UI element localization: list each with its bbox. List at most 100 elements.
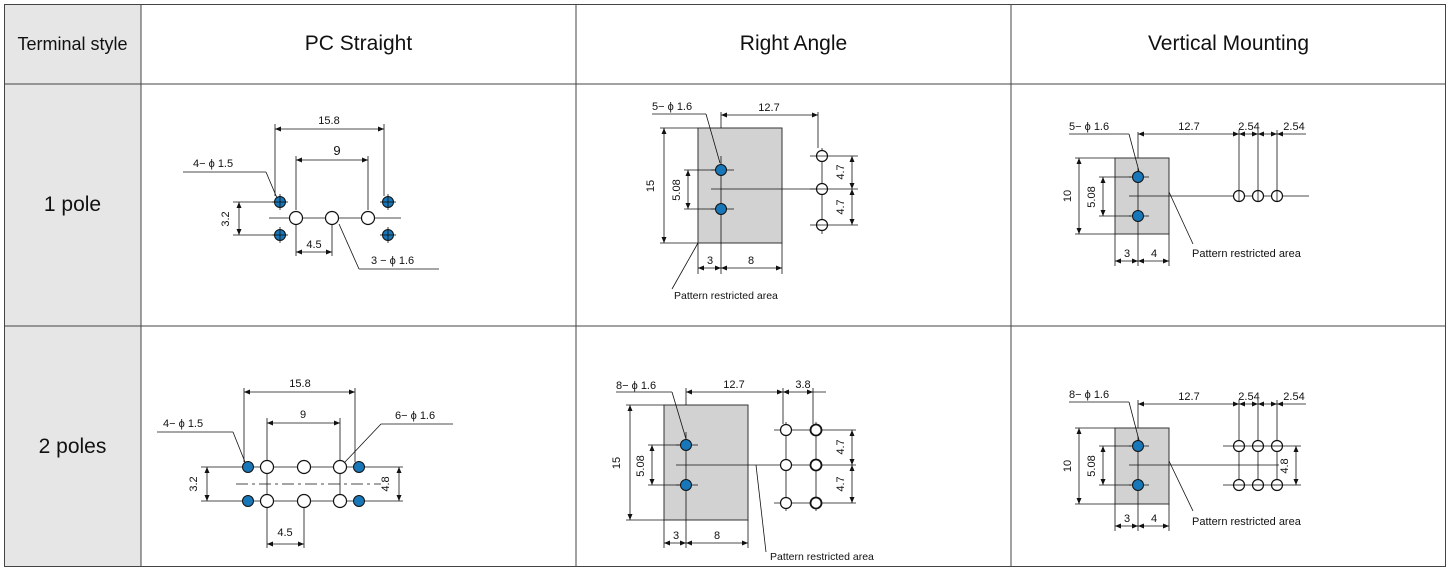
- right-angle-1-pole-svg: 12.7 5− ϕ 1.6 4.7 4.7: [645, 101, 858, 302]
- dim-15: 15: [645, 180, 657, 192]
- pin-2: [715, 203, 727, 215]
- dim-2-54-b: 2.54: [1283, 121, 1304, 133]
- hole-5: [296, 493, 312, 509]
- header-terminal-style: Terminal style: [17, 33, 128, 54]
- dim-3: 3: [1124, 248, 1130, 260]
- hole-2: [779, 458, 793, 472]
- dim-8: 8: [714, 530, 720, 542]
- pin-2: [353, 461, 365, 473]
- pattern-restricted-area: [697, 127, 783, 244]
- dim-5-08: 5.08: [1086, 186, 1098, 207]
- dim-3-2: 3.2: [220, 211, 232, 226]
- table-grid: [4, 4, 1446, 567]
- pattern-restricted-area-label: Pattern restricted area: [674, 290, 778, 302]
- row-label-1-pole: 1 pole: [43, 193, 102, 216]
- hole-3: [360, 210, 376, 226]
- dim-4: 4: [1151, 248, 1157, 260]
- dim-2-54-b: 2.54: [1283, 391, 1304, 403]
- dim-8: 8: [748, 255, 754, 267]
- dim-10: 10: [1062, 460, 1074, 472]
- hole-4: [259, 493, 275, 509]
- pin-1: [1132, 171, 1144, 183]
- label-5-phi-1-6: 5− ϕ 1.6: [1069, 121, 1109, 133]
- pin-2: [1132, 479, 1144, 491]
- dim-5-08: 5.08: [671, 179, 683, 200]
- dim-3: 3: [673, 530, 679, 542]
- vertical-mounting-1-pole-svg: 5− ϕ 1.6 12.7 2.54 2.54: [1062, 121, 1309, 266]
- dim-15-8: 15.8: [318, 115, 339, 127]
- label-4-phi-1-5: 4− ϕ 1.5: [163, 418, 203, 430]
- pattern-restricted-area-label: Pattern restricted area: [770, 551, 874, 563]
- pc-straight-2-poles-diagram: 15.8 9 3.2: [141, 326, 576, 567]
- dim-9: 9: [300, 409, 306, 421]
- dim-4-7-top: 4.7: [835, 439, 847, 454]
- hole-6: [809, 496, 823, 510]
- dim-9: 9: [333, 143, 340, 158]
- dim-4-7-bottom: 4.7: [835, 199, 847, 214]
- header-pc-straight: PC Straight: [304, 32, 413, 55]
- header-right-angle: Right Angle: [739, 32, 848, 55]
- dim-3: 3: [707, 255, 713, 267]
- pin-1: [1132, 440, 1144, 452]
- dim-2-54-a: 2.54: [1238, 391, 1259, 403]
- row-label-2-poles: 2 poles: [38, 434, 107, 458]
- dim-4-8: 4.8: [1279, 458, 1291, 473]
- label-4-phi-1-5: 4− ϕ 1.5: [193, 158, 233, 170]
- hole-5: [809, 458, 823, 472]
- vertical-mounting-1-pole-diagram: 5− ϕ 1.6 12.7 2.54 2.54: [1011, 84, 1446, 326]
- dim-12-7: 12.7: [1178, 391, 1199, 403]
- dim-4-7-bottom: 4.7: [835, 476, 847, 491]
- pin-2: [1132, 210, 1144, 222]
- dim-5-08: 5.08: [635, 455, 647, 476]
- hole-1: [259, 459, 275, 475]
- pin-1: [680, 439, 692, 451]
- pin-1: [715, 164, 727, 176]
- vertical-mounting-2-poles-diagram: 8− ϕ 1.6 12.7 2.54 2.54: [1011, 326, 1446, 567]
- dim-15-8: 15.8: [289, 378, 310, 390]
- dim-4-5: 4.5: [306, 239, 321, 251]
- dim-3-2: 3.2: [188, 476, 200, 491]
- dim-12-7: 12.7: [1178, 121, 1199, 133]
- pc-straight-1-pole-diagram: 15.8 9 3.2: [141, 84, 576, 326]
- hole-1: [779, 423, 793, 437]
- dim-3: 3: [1124, 513, 1130, 525]
- label-6-phi-1-6: 6− ϕ 1.6: [395, 410, 435, 422]
- dim-12-7: 12.7: [758, 102, 779, 114]
- right-angle-2-poles-svg: 8− ϕ 1.6 12.7 3.8: [611, 379, 874, 563]
- hole-2: [296, 459, 312, 475]
- dim-5-08: 5.08: [1086, 455, 1098, 476]
- hole-4: [809, 423, 823, 437]
- dim-2-54-a: 2.54: [1238, 121, 1259, 133]
- hole-6: [332, 493, 348, 509]
- pin-4: [353, 495, 365, 507]
- dim-4-8: 4.8: [380, 476, 392, 491]
- dim-4-5: 4.5: [277, 527, 292, 539]
- dim-10: 10: [1062, 190, 1074, 202]
- hole-2: [324, 210, 340, 226]
- pattern-restricted-area-label: Pattern restricted area: [1192, 248, 1302, 260]
- pc-straight-1-pole-svg: 15.8 9 3.2: [183, 115, 439, 270]
- pin-1: [242, 461, 254, 473]
- hole-3: [332, 459, 348, 475]
- dim-4-7-top: 4.7: [835, 164, 847, 179]
- footprint-table: Terminal style PC Straight Right Angle V…: [4, 4, 1446, 567]
- label-5-phi-1-6: 5− ϕ 1.6: [652, 101, 692, 113]
- right-angle-2-poles-diagram: 8− ϕ 1.6 12.7 3.8: [576, 326, 1011, 567]
- dim-3-8: 3.8: [795, 379, 810, 391]
- hole-3: [779, 496, 793, 510]
- dim-12-7: 12.7: [723, 379, 744, 391]
- pattern-restricted-area: [663, 404, 749, 521]
- label-3-phi-1-6: 3 − ϕ 1.6: [371, 255, 414, 267]
- right-angle-1-pole-diagram: 12.7 5− ϕ 1.6 4.7 4.7: [576, 84, 1011, 326]
- pattern-restricted-area-label: Pattern restricted area: [1192, 516, 1302, 528]
- header-vertical-mounting: Vertical Mounting: [1147, 32, 1310, 55]
- dim-4: 4: [1151, 513, 1157, 525]
- pc-straight-2-poles-svg: 15.8 9 3.2: [157, 378, 453, 548]
- label-8-phi-1-6: 8− ϕ 1.6: [616, 380, 656, 392]
- vertical-mounting-2-poles-svg: 8− ϕ 1.6 12.7 2.54 2.54: [1062, 389, 1306, 531]
- pattern-restricted-area: [1114, 427, 1170, 505]
- hole-1: [288, 210, 304, 226]
- pin-3: [242, 495, 254, 507]
- dim-15: 15: [611, 457, 623, 469]
- label-8-phi-1-6: 8− ϕ 1.6: [1069, 389, 1109, 401]
